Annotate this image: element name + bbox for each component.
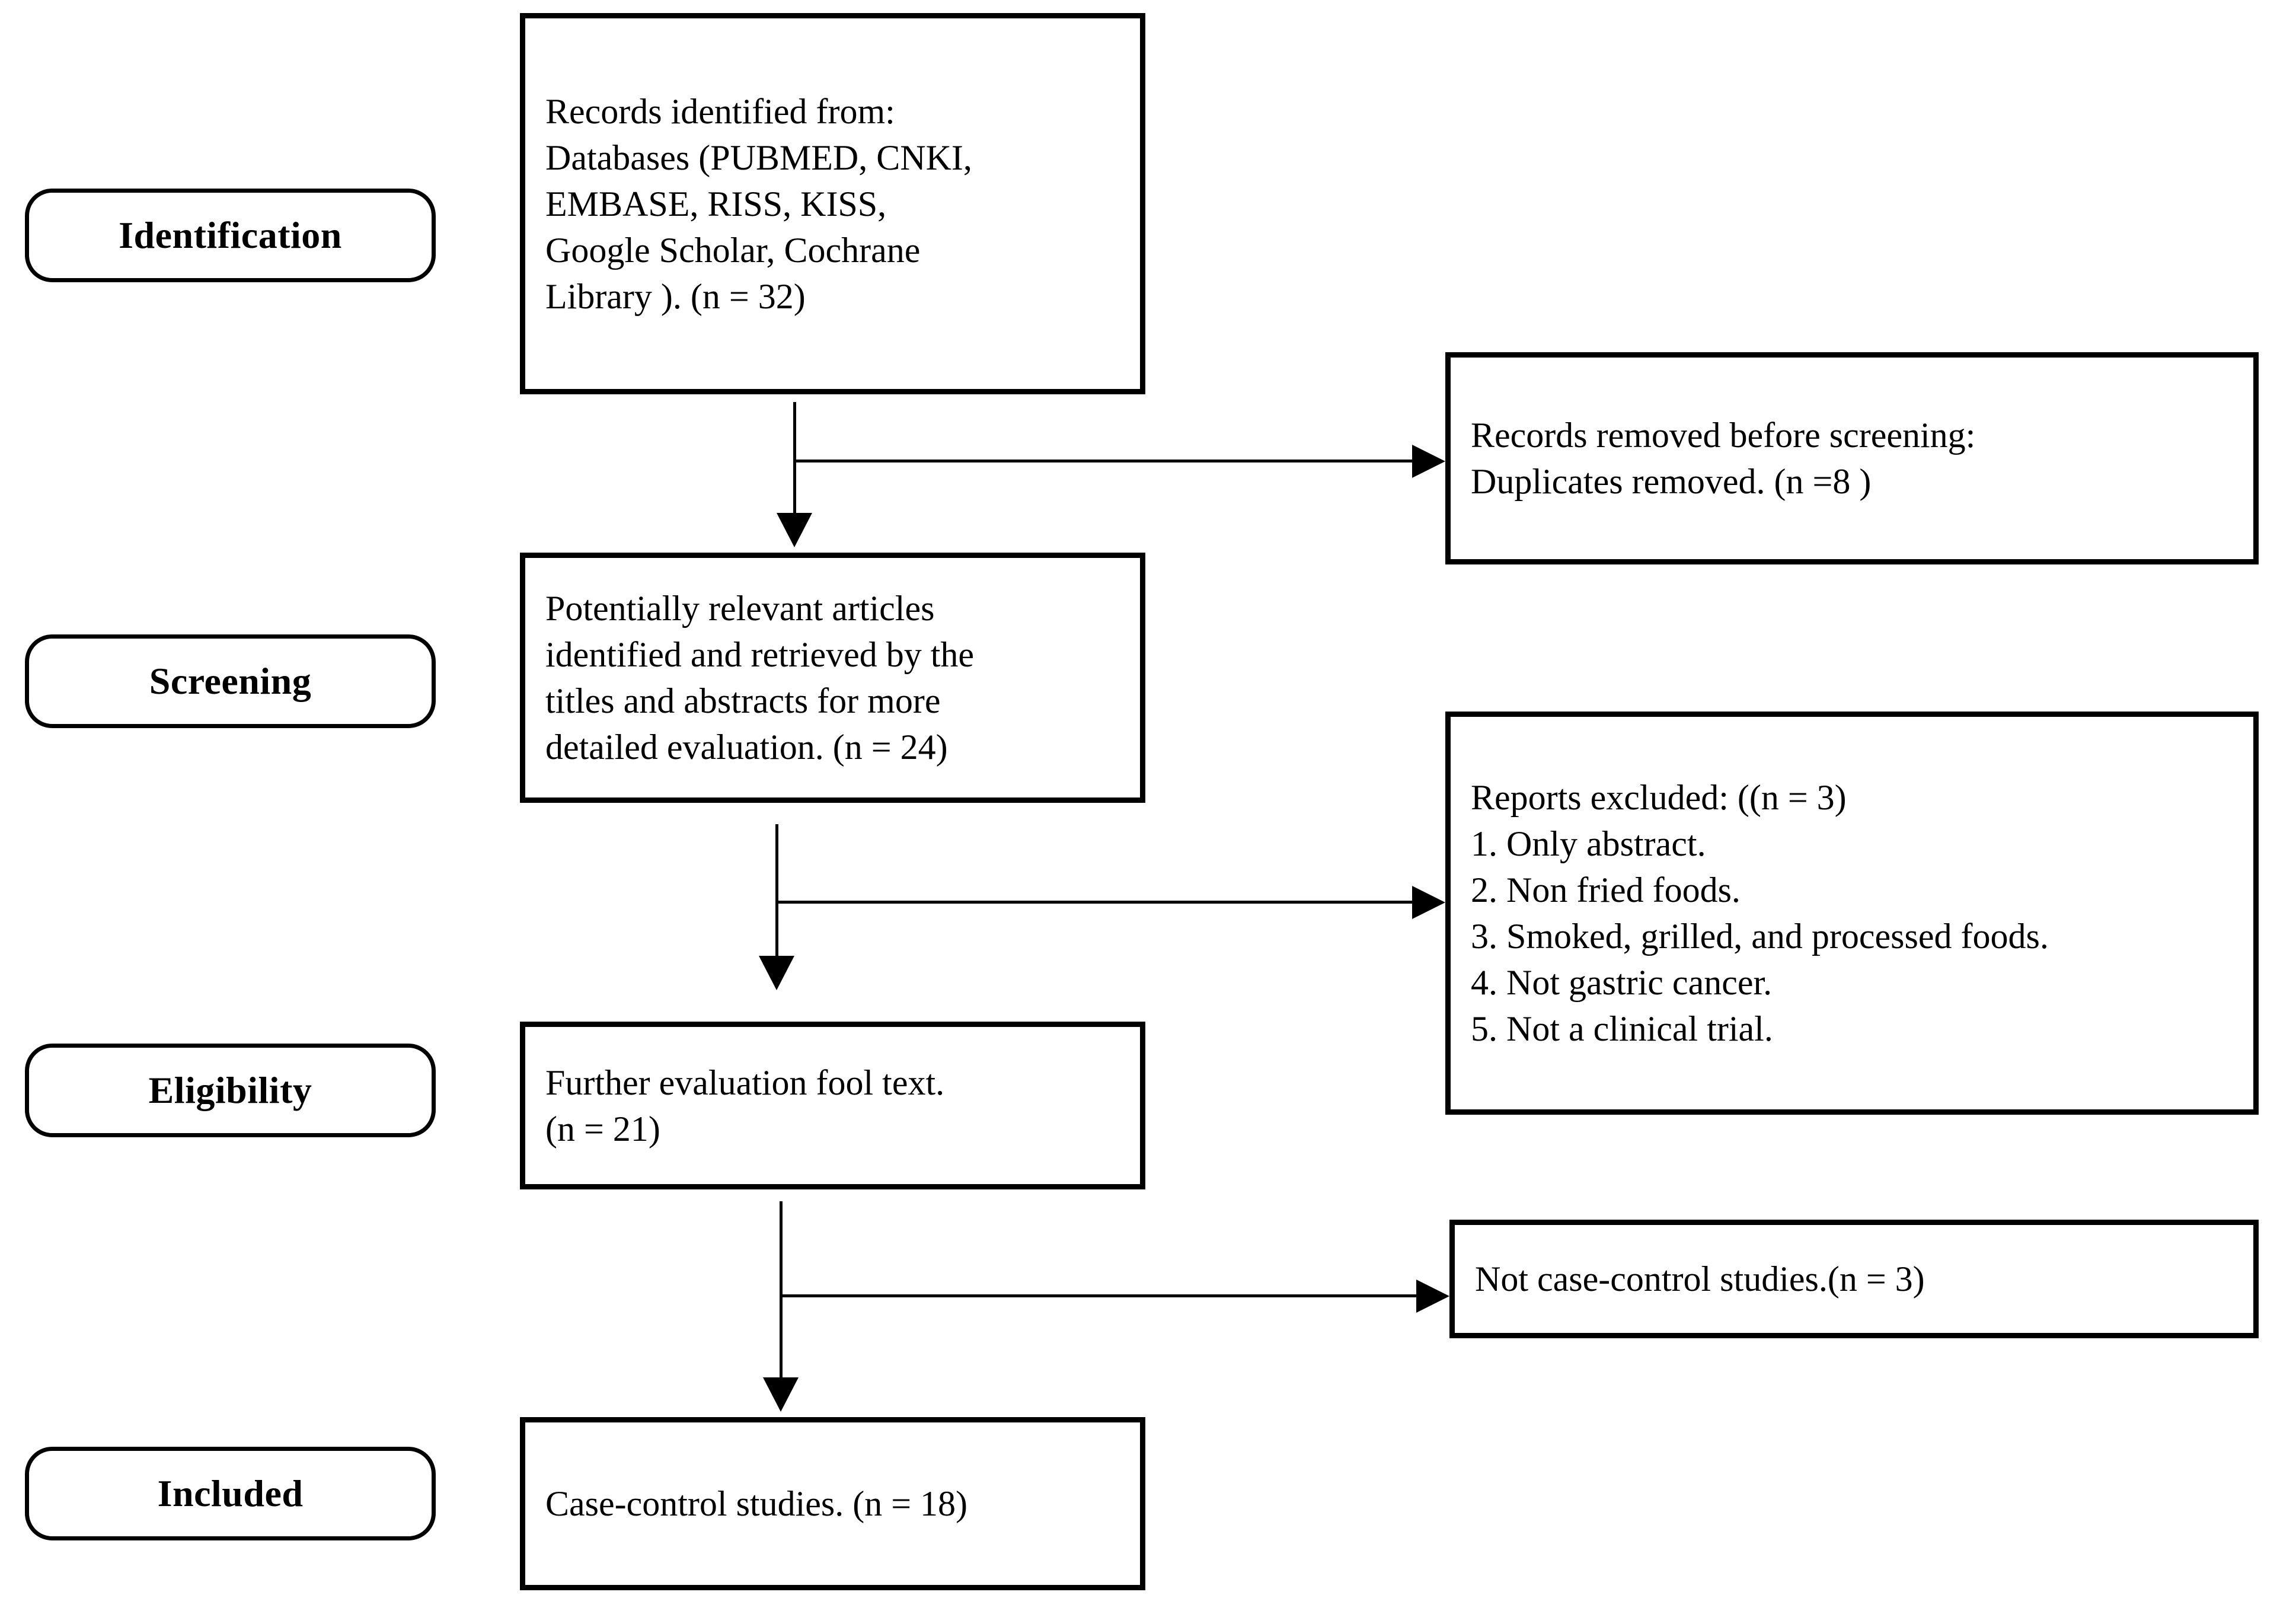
box-records-identified-text: Records identified from: Databases (PUBM… [545, 91, 972, 316]
box-records-removed-duplicates-text: Records removed before screening: Duplic… [1471, 416, 1976, 501]
connector-vertical-line [793, 402, 796, 521]
list-item: 5. Not a clinical trial. [1471, 1009, 1773, 1048]
box-studies-included-text: Case-control studies. (n = 18) [545, 1484, 968, 1523]
arrow-right-icon [1412, 445, 1445, 478]
stage-label-identification: Identification [25, 189, 436, 282]
box-reports-excluded-reason-list: 1. Only abstract. 2. Non fried foods. 3.… [1451, 821, 2253, 1052]
connector-vertical-line [780, 1201, 783, 1385]
list-item: 2. Non fried foods. [1471, 870, 1741, 910]
arrow-down-icon [777, 513, 812, 547]
list-item: 1. Only abstract. [1471, 824, 1706, 863]
list-item: 3. Smoked, grilled, and processed foods. [1471, 917, 2049, 956]
box-records-screened-text: Potentially relevant articles identified… [545, 589, 975, 767]
box-records-screened: Potentially relevant articles identified… [520, 553, 1145, 803]
stage-label-eligibility-text: Eligibility [148, 1068, 312, 1111]
stage-label-eligibility: Eligibility [25, 1044, 436, 1137]
stage-label-identification-text: Identification [119, 213, 342, 256]
stage-label-screening: Screening [25, 634, 436, 728]
box-records-removed-duplicates: Records removed before screening: Duplic… [1445, 352, 2259, 564]
box-not-case-control: Not case-control studies.(n = 3) [1449, 1220, 2259, 1338]
connector-horizontal-line [783, 1294, 1420, 1297]
arrow-right-icon [1416, 1280, 1449, 1313]
connector-horizontal-line [778, 901, 1416, 904]
connector-horizontal-line [796, 460, 1416, 462]
stage-label-included: Included [25, 1447, 436, 1540]
box-not-case-control-text: Not case-control studies.(n = 3) [1475, 1259, 1925, 1299]
arrow-down-icon [759, 956, 794, 990]
arrow-down-icon [763, 1377, 799, 1412]
connector-vertical-line [775, 824, 778, 964]
box-full-text-assessed: Further evaluation fool text. (n = 21) [520, 1022, 1145, 1189]
box-reports-excluded: Reports excluded: ((n = 3) 1. Only abstr… [1445, 712, 2259, 1115]
box-studies-included: Case-control studies. (n = 18) [520, 1417, 1145, 1590]
box-records-identified: Records identified from: Databases (PUBM… [520, 13, 1145, 394]
box-full-text-assessed-text: Further evaluation fool text. (n = 21) [545, 1063, 945, 1149]
box-reports-excluded-heading: Reports excluded: ((n = 3) [1471, 778, 1847, 817]
arrow-right-icon [1412, 886, 1445, 919]
stage-label-screening-text: Screening [149, 659, 312, 702]
list-item: 4. Not gastric cancer. [1471, 963, 1773, 1002]
stage-label-included-text: Included [157, 1472, 304, 1514]
